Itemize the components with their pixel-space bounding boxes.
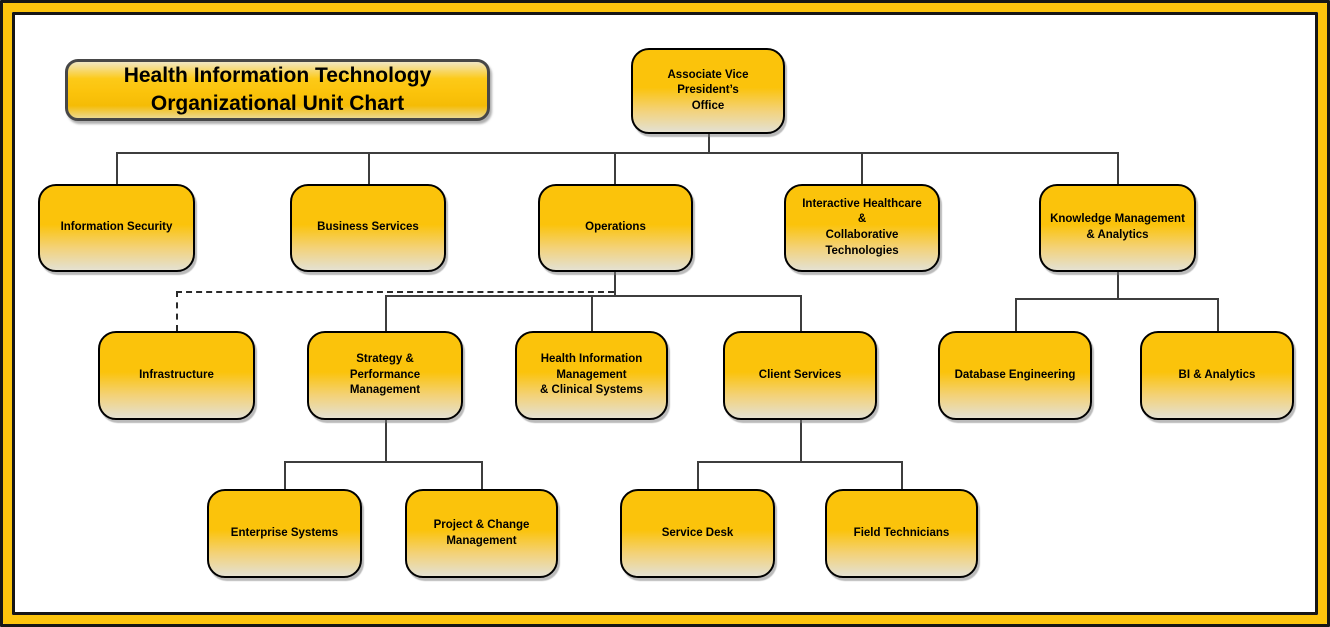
connector-drop-project-change [481,461,483,489]
org-node-service-desk: Service Desk [620,489,775,578]
org-node-strategy-performance: Strategy & Performance Management [307,331,463,420]
connector-client-bus [697,461,901,463]
org-node-field-technicians: Field Technicians [825,489,978,578]
connector-dashed-infrastructure-horizontal [176,291,614,293]
connector-drop-knowledge-management [1117,152,1119,184]
org-node-infrastructure: Infrastructure [98,331,255,420]
connector-drop-enterprise-systems [284,461,286,489]
connector-dashed-infrastructure-vertical [176,291,178,331]
org-node-business-services: Business Services [290,184,446,272]
org-node-knowledge-management: Knowledge Management & Analytics [1039,184,1196,272]
connector-strategy-bus [284,461,481,463]
org-node-interactive-healthcare: Interactive Healthcare & Collaborative T… [784,184,940,272]
org-node-database-engineering: Database Engineering [938,331,1092,420]
connector-avp-stem [708,134,710,152]
connector-drop-operations [614,152,616,184]
connector-strategy-stem [385,420,387,461]
org-node-project-change-management: Project & Change Management [405,489,558,578]
connector-drop-bi-analytics [1217,298,1219,331]
connector-drop-client-services [800,295,802,331]
connector-operations-bus [385,295,800,297]
connector-root-bus [116,152,1118,154]
chart-title: Health Information Technology Organizati… [65,59,490,121]
org-node-bi-analytics: BI & Analytics [1140,331,1294,420]
connector-client-stem [800,420,802,461]
org-node-him-clinical-systems: Health Information Management & Clinical… [515,331,668,420]
org-node-client-services: Client Services [723,331,877,420]
connector-drop-service-desk [697,461,699,489]
connector-drop-interactive-healthcare [861,152,863,184]
connector-drop-database-engineering [1015,298,1017,331]
org-node-enterprise-systems: Enterprise Systems [207,489,362,578]
connector-drop-field-technicians [901,461,903,489]
org-node-information-security: Information Security [38,184,195,272]
org-node-operations: Operations [538,184,693,272]
org-node-avp-office: Associate Vice President’s Office [631,48,785,134]
connector-operations-stem [614,272,616,295]
connector-km-stem [1117,272,1119,298]
connector-drop-strategy [385,295,387,331]
connector-drop-business-services [368,152,370,184]
connector-drop-information-security [116,152,118,184]
connector-drop-him-clinical [591,295,593,331]
connector-km-bus [1015,298,1217,300]
